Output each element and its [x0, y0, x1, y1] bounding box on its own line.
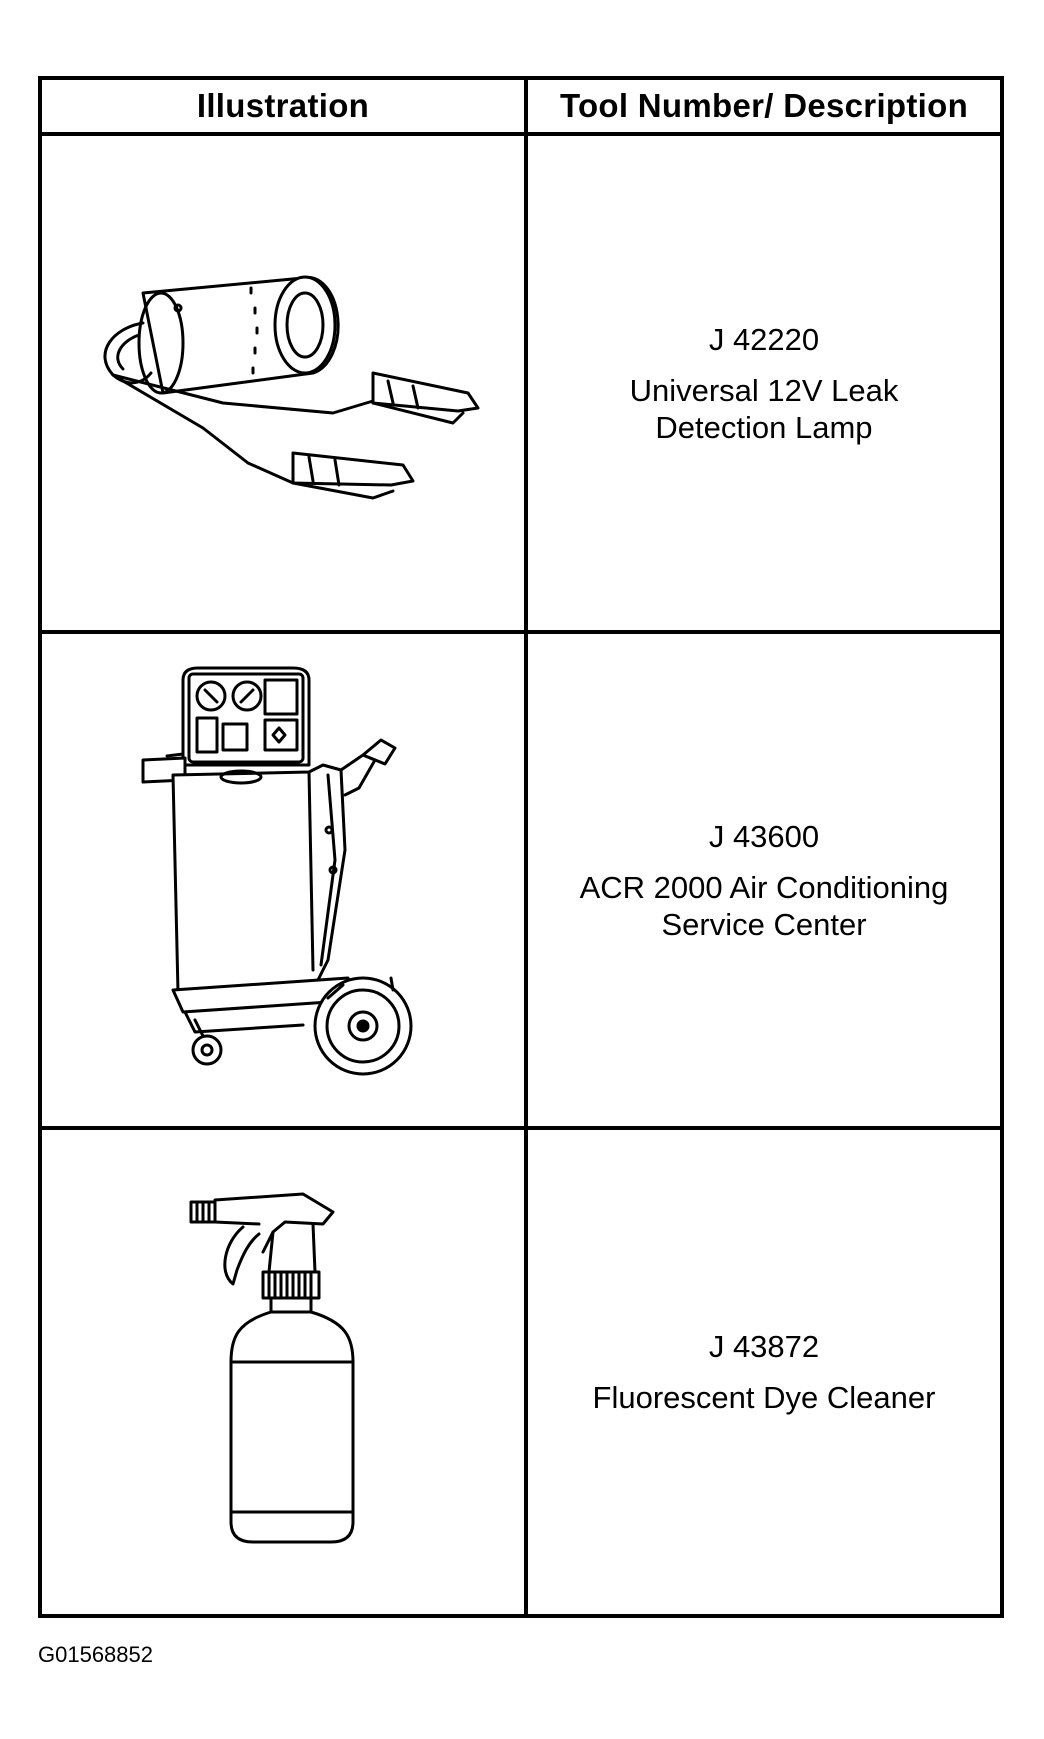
tool-table: Illustration Tool Number/ Description: [38, 76, 1004, 1618]
illustration-cell: [42, 634, 524, 1126]
header-illustration: Illustration: [196, 87, 370, 124]
description-cell: J 42220 Universal 12V Leak Detection Lam…: [528, 136, 1000, 630]
tool-description: J 43600 ACR 2000 Air Conditioning Servic…: [580, 818, 949, 943]
ac-service-center-icon: [141, 666, 413, 1076]
tool-description: J 43872 Fluorescent Dye Cleaner: [593, 1328, 936, 1416]
illustration-cell: [42, 1130, 524, 1614]
tool-description: J 42220 Universal 12V Leak Detection Lam…: [630, 321, 899, 446]
leak-detection-lamp-icon: [103, 275, 480, 500]
table-row: J 43600 ACR 2000 Air Conditioning Servic…: [42, 634, 1000, 1130]
illustration-cell: [42, 136, 524, 630]
description-line: Detection Lamp: [655, 409, 873, 445]
tool-number: J 42220: [708, 321, 820, 357]
description-line: Service Center: [661, 906, 867, 942]
description-line: ACR 2000 Air Conditioning: [579, 869, 949, 905]
description-line: Fluorescent Dye Cleaner: [592, 1380, 936, 1415]
header-description-cell: Tool Number/ Description: [528, 80, 1000, 132]
description-line: Universal 12V Leak: [629, 372, 899, 408]
table-row: J 43872 Fluorescent Dye Cleaner: [42, 1130, 1000, 1614]
header-illustration-cell: Illustration: [42, 80, 524, 132]
table-header-row: Illustration Tool Number/ Description: [42, 80, 1000, 136]
description-cell: J 43872 Fluorescent Dye Cleaner: [528, 1130, 1000, 1614]
description-cell: J 43600 ACR 2000 Air Conditioning Servic…: [528, 634, 1000, 1126]
tool-number: J 43872: [708, 1329, 820, 1364]
header-description: Tool Number/ Description: [559, 87, 969, 124]
column-divider: [524, 80, 528, 1614]
figure-id: G01568852: [38, 1642, 153, 1667]
table-row: J 42220 Universal 12V Leak Detection Lam…: [42, 136, 1000, 634]
tool-number: J 43600: [708, 818, 820, 854]
spray-bottle-icon: [189, 1192, 355, 1544]
